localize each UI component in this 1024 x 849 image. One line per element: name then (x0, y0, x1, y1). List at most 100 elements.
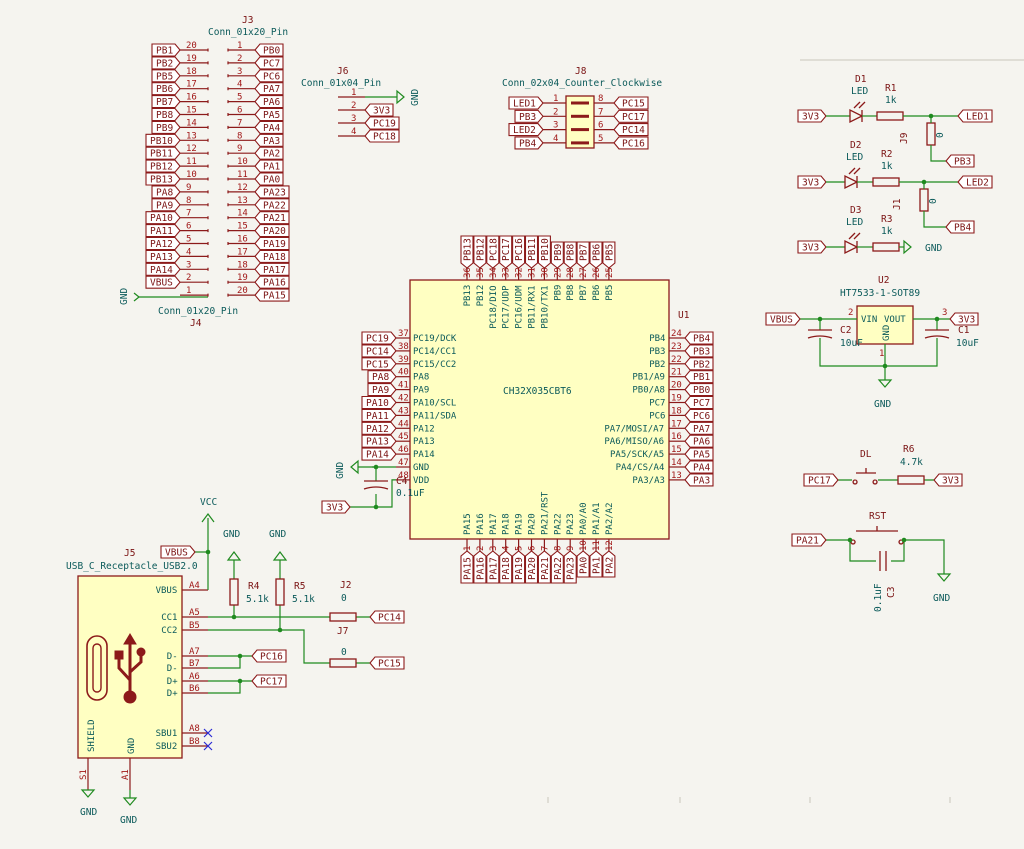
u1-left-label-text: PC15 (366, 359, 389, 370)
j3-left-label (151, 198, 181, 212)
j8-left-pin-number: 3 (553, 121, 558, 131)
j3-right-label (254, 146, 284, 160)
u1-bottom-label-text: PA1 (592, 557, 603, 574)
j3-right-pin-number: 15 (237, 222, 248, 232)
u1-right-label (684, 331, 714, 345)
j5-pin-name: D+ (167, 689, 178, 699)
j3-left-label-text: PB5 (156, 71, 173, 82)
j3-right-pin-number: 18 (237, 260, 248, 270)
j3-right-pin-number: 20 (237, 286, 248, 296)
j6-pin-number: 3 (351, 114, 356, 124)
u1-top-label-text: PB10 (540, 238, 551, 261)
r4-ref: R4 (248, 581, 260, 592)
j3-right-label-text: PC7 (263, 58, 280, 69)
j3-pin-end (207, 138, 229, 142)
u1-right-pin-number: 15 (671, 445, 682, 455)
j3-left-label (151, 107, 181, 122)
u1-top-pin-number: 33 (502, 267, 512, 278)
j3-left-label (151, 95, 181, 109)
u1-left-pin-number: 46 (398, 445, 409, 455)
j5-pin-name: D- (167, 664, 178, 674)
u1-top-pin-name: PB10/TX1 (540, 285, 550, 328)
j8-right-label (613, 109, 649, 123)
j3-left-pin-number: 6 (186, 222, 191, 232)
j3-right-pin-number: 2 (237, 54, 242, 64)
c4-value: 0.1uF (396, 488, 425, 499)
j5-dm-label (251, 649, 287, 663)
j3-left-label (151, 82, 181, 96)
j5-vcc-label: VCC (200, 497, 217, 508)
u1-bottom-label (486, 550, 500, 584)
u1-bottom-label (524, 550, 539, 584)
u1-bottom-pin-number: 11 (592, 540, 602, 551)
j5-pin-name: D+ (167, 677, 178, 687)
u1-left-pin-name: PA12 (413, 424, 435, 434)
j3-pin-end (207, 100, 229, 104)
r5-gnd-label: GND (269, 529, 286, 540)
j5-cc2-label (369, 656, 405, 670)
u1-right-label-text: PB3 (693, 346, 710, 357)
led-diode-symbol (844, 239, 859, 255)
j8-right-pin-number: 7 (598, 107, 603, 117)
u1-left-pin-number: 39 (398, 355, 409, 365)
j6-pin-number: 4 (351, 127, 356, 137)
j3-left-pin-number: 7 (186, 209, 191, 219)
j3-left-label (151, 69, 181, 83)
j6-label-text: PC19 (373, 119, 396, 130)
j8-right-label-text: PC17 (622, 112, 645, 123)
u1-top-label-text: PB6 (592, 244, 603, 261)
led-source-label-text: 3V3 (802, 112, 819, 123)
u1-bottom-pin-number: 10 (579, 540, 589, 551)
j3-left-pin-number: 9 (186, 183, 191, 193)
j3-left-label-text: PB7 (156, 97, 173, 108)
j8-pin-bar (571, 128, 589, 132)
j3-right-label (254, 159, 284, 173)
j8-body (565, 95, 595, 149)
u1-left-label (361, 331, 397, 345)
led-light-arrows (848, 232, 861, 240)
u1-top-pin-number: 34 (489, 267, 499, 278)
j3-right-label (254, 275, 290, 289)
u2-wires (800, 318, 950, 380)
led-ref: D3 (850, 205, 861, 216)
u2-out-label (949, 312, 979, 326)
j3-right-label (254, 120, 284, 134)
j3-pin-end (207, 48, 229, 52)
u2-pin3: 3 (942, 308, 947, 318)
u1-left-pin-number: 41 (398, 381, 409, 391)
u1-top-label (602, 241, 616, 269)
u1-bottom-label (537, 550, 551, 584)
j3-right-label (254, 107, 284, 122)
j3-right-pin-number: 12 (237, 183, 248, 193)
u1-right-label (684, 370, 714, 384)
u1-vdd-label (321, 500, 351, 514)
u1-right-label-text: PC6 (693, 411, 710, 422)
u1-cap-c4 (363, 480, 389, 490)
u1-top-label-text: PB7 (579, 244, 590, 261)
u1-top-pin-number: 29 (553, 267, 563, 278)
j7-value: 0 (341, 647, 347, 658)
u1-left-label-text: PC14 (366, 346, 389, 357)
jumper-resistor (926, 122, 936, 146)
u1-right-pin-number: 20 (671, 381, 682, 391)
c4-ref: C4 (396, 476, 408, 487)
j3-left-label-text: PB2 (156, 58, 173, 69)
u1-right-label-text: PB2 (693, 359, 710, 370)
r6-ref: R6 (903, 444, 915, 455)
j3-value: Conn_01x20_Pin (208, 27, 288, 38)
usb-c-j5: J5 USB_C_Receptacle_USB2.0 SHIELD GND S1… (66, 548, 198, 826)
u1-top-label (550, 241, 564, 269)
u1-right-label (684, 383, 714, 397)
u1-bottom-pin-name: PA21/RST (540, 491, 550, 535)
u1-right-label-text: PB0 (693, 385, 710, 396)
led-wire (923, 182, 946, 228)
j3-left-label (151, 120, 181, 134)
j3-right-label (254, 198, 290, 212)
u1-left-label-text: PA14 (366, 450, 389, 461)
junction (934, 316, 940, 322)
j3-left-label (145, 172, 181, 186)
u1-top-label (537, 235, 551, 269)
j5-pin-name: SBU1 (156, 729, 178, 739)
u1-bottom-pin-name: PA23 (566, 513, 576, 535)
